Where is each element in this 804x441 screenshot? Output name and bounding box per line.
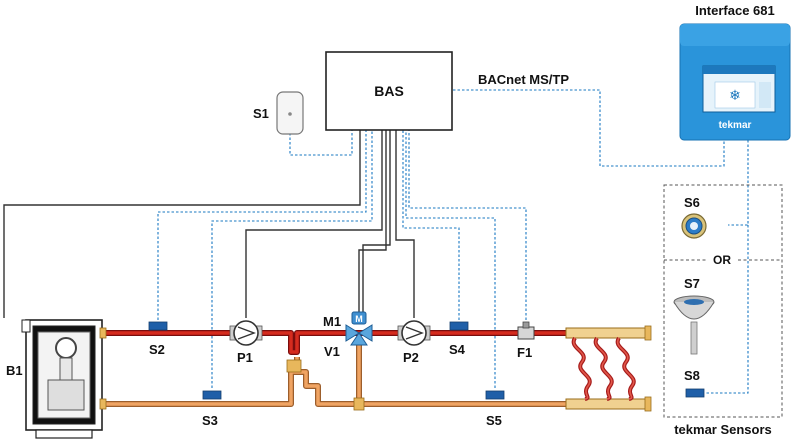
bas-label: BAS <box>374 83 404 99</box>
bas-controller[interactable] <box>325 51 453 131</box>
valve-actuator-m1[interactable]: M <box>351 311 367 325</box>
outdoor-sensor-s1[interactable] <box>276 91 304 135</box>
sensor-s2[interactable] <box>148 321 168 331</box>
or-label: OR <box>713 253 731 267</box>
label-s3: S3 <box>202 413 218 428</box>
pump-p2[interactable] <box>397 320 431 346</box>
sensor-s6[interactable] <box>681 213 707 239</box>
label-m1: M1 <box>323 314 341 329</box>
sensor-s8[interactable] <box>685 388 705 398</box>
sensor-s4[interactable] <box>449 321 469 331</box>
label-s5: S5 <box>486 413 502 428</box>
label-p1: P1 <box>237 350 253 365</box>
m-badge: M <box>355 314 363 324</box>
sensor-s5[interactable] <box>485 390 505 400</box>
sensor-s3[interactable] <box>202 390 222 400</box>
sensor-s7[interactable] <box>673 295 715 355</box>
label-s1: S1 <box>253 106 269 121</box>
tekmar-sensors-panel <box>663 184 783 418</box>
interface-brand: tekmar <box>719 120 752 131</box>
label-s7: S7 <box>684 276 700 291</box>
signal-wiring <box>157 89 749 394</box>
bacnet-label: BACnet MS/TP <box>478 72 569 87</box>
label-v1: V1 <box>324 344 340 359</box>
interface-681[interactable]: ❄ tekmar <box>679 23 791 141</box>
label-s8: S8 <box>684 368 700 383</box>
label-f1: F1 <box>517 345 532 360</box>
interface-title: Interface 681 <box>695 3 775 18</box>
label-b1: B1 <box>6 363 23 378</box>
label-p2: P2 <box>403 350 419 365</box>
supply-tee <box>286 359 302 373</box>
sensors-caption: tekmar Sensors <box>674 422 772 437</box>
boiler-b1[interactable] <box>21 319 107 439</box>
flow-switch-f1[interactable] <box>517 321 535 340</box>
pump-p1[interactable] <box>229 320 263 346</box>
label-s4: S4 <box>449 342 466 357</box>
return-tee <box>353 397 365 411</box>
label-s2: S2 <box>149 342 165 357</box>
mixing-valve-v1[interactable] <box>345 324 373 346</box>
control-wiring <box>3 130 415 318</box>
snowflake-icon: ❄ <box>729 87 741 103</box>
label-s6: S6 <box>684 195 700 210</box>
radiant-coil <box>565 325 652 412</box>
